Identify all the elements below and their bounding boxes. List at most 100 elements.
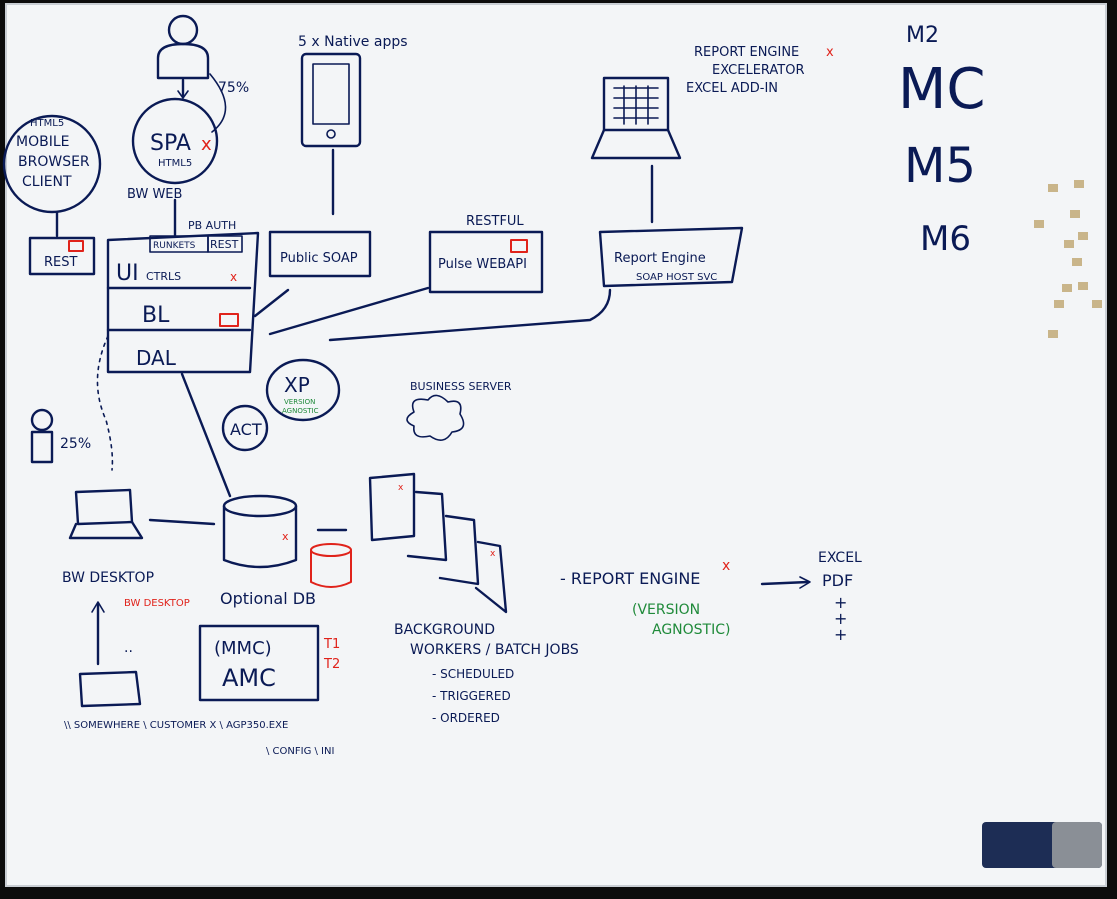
board-frame	[5, 3, 1107, 887]
spa-caption: BW WEB	[127, 187, 182, 202]
background-line2: WORKERS / BATCH JOBS	[410, 642, 579, 658]
public-soap-box	[268, 230, 372, 278]
spa-circle	[131, 97, 219, 185]
runkets-label: RUNKETS	[153, 241, 196, 251]
dal-label: DAL	[136, 346, 177, 370]
re-box-line1: Report Engine	[614, 251, 706, 266]
mobile-line4: CLIENT	[22, 174, 72, 190]
spa-sub: HTML5	[158, 158, 192, 169]
database-icon	[222, 494, 298, 569]
output-plus-1: +	[834, 593, 847, 612]
version-agnostic-1: (VERSION	[632, 602, 700, 618]
user-left-icon	[30, 408, 54, 464]
magnets-decoration	[1034, 180, 1102, 338]
amc-line1: (MMC)	[214, 638, 272, 659]
ui-sub-label: CTRLS	[146, 270, 181, 283]
red-box-icon	[68, 240, 84, 252]
report-engine-soap-box	[598, 226, 744, 288]
tablet-home-button	[326, 129, 336, 139]
restful-box	[428, 230, 544, 294]
amc-red1: T1	[323, 637, 340, 652]
version-agnostic-2: AGNOSTIC)	[652, 622, 730, 638]
path-line2: \ CONFIG \ INI	[266, 746, 334, 757]
re-red-marker: x	[826, 45, 834, 60]
user-top-percent: 75%	[218, 80, 249, 96]
xp-sub2: AGNOSTIC	[282, 407, 319, 415]
act-label: ACT	[230, 420, 262, 439]
background-item-3: - ORDERED	[432, 711, 500, 725]
output-excel: EXCEL	[818, 550, 862, 566]
mc-header: M2	[906, 23, 939, 48]
eraser-grip	[1052, 822, 1102, 868]
laptop-to-db-line	[148, 518, 216, 526]
board-surface	[6, 4, 1106, 886]
amc-box	[198, 624, 320, 702]
restful-label: Pulse WEBAPI	[438, 257, 527, 272]
re-box-line2: SOAP HOST SVC	[636, 272, 717, 283]
bl-red-box-icon	[219, 313, 239, 327]
re-to-outputs-arrow	[760, 580, 810, 586]
background-line1: BACKGROUND	[394, 622, 495, 638]
re-line2: EXCELERATOR	[712, 63, 805, 78]
ui-label: UI	[116, 261, 139, 286]
act-circle	[221, 404, 269, 452]
re-line3: EXCEL ADD-IN	[686, 81, 778, 96]
output-plus-3: +	[834, 625, 847, 644]
background-item-2: - TRIGGERED	[432, 689, 511, 703]
ui-red-marker: x	[230, 270, 237, 284]
tablet-screen	[312, 63, 350, 125]
laptop-icon	[590, 76, 682, 160]
ellipsis-dots: ..	[124, 640, 133, 656]
re-line1: REPORT ENGINE	[694, 45, 799, 60]
doc-red-marker-2: x	[490, 549, 496, 559]
red-database-icon	[310, 543, 352, 588]
public-soap-label: Public SOAP	[280, 251, 358, 266]
user-top-icon	[156, 14, 210, 80]
background-item-1: - SCHEDULED	[432, 667, 514, 681]
loop-arrow	[209, 73, 227, 133]
mobile-line1: HTML5	[30, 118, 64, 129]
file-icon	[78, 670, 142, 708]
optional-db-label: Optional DB	[220, 589, 316, 608]
bw-desktop-red-label: BW DESKTOP	[124, 598, 190, 609]
amc-line2: AMC	[222, 664, 276, 692]
pb-auth-caption: PB AUTH	[188, 219, 236, 232]
mobile-line3: BROWSER	[18, 154, 90, 170]
output-plus-2: +	[834, 609, 847, 628]
mc-item-2: M5	[904, 138, 976, 194]
stacked-documents-icon	[368, 472, 508, 614]
arrow-head-icon	[177, 90, 189, 99]
mc-item-1: MC	[898, 57, 985, 122]
xp-label: XP	[284, 373, 310, 397]
arrow-head-up-icon	[91, 601, 105, 613]
tablet-icon	[300, 52, 362, 148]
db-red-marker: x	[282, 530, 289, 543]
doc-red-marker-1: x	[398, 483, 404, 493]
rest-tab-label: REST	[210, 238, 239, 251]
native-apps-caption: 5 x Native apps	[298, 34, 408, 50]
rest-left-box	[28, 236, 96, 276]
cloud-icon	[406, 394, 465, 441]
report-engine-bottom-label: - REPORT ENGINE	[560, 569, 700, 588]
report-engine-red-marker: x	[722, 558, 730, 574]
arrow-head-right-icon	[799, 576, 811, 589]
mobile-client-circle	[2, 114, 102, 214]
desktop-laptop-icon	[68, 488, 144, 540]
dotted-connector	[96, 335, 114, 471]
output-pdf: PDF	[822, 571, 853, 590]
spa-label: SPA	[150, 131, 191, 156]
bl-to-soap-line	[253, 288, 290, 318]
mc-item-3: M6	[920, 219, 971, 259]
amc-red2: T2	[323, 657, 340, 672]
user-left-percent: 25%	[60, 436, 91, 452]
rest-left-label: REST	[44, 255, 77, 270]
restful-caption: RESTFUL	[466, 214, 524, 229]
bl-label: BL	[142, 303, 170, 328]
business-server-label: BUSINESS SERVER	[410, 380, 512, 393]
rest-tab	[207, 235, 243, 253]
xp-circle	[265, 358, 341, 422]
spa-red-marker: x	[201, 134, 212, 155]
xp-sub1: VERSION	[284, 398, 315, 406]
